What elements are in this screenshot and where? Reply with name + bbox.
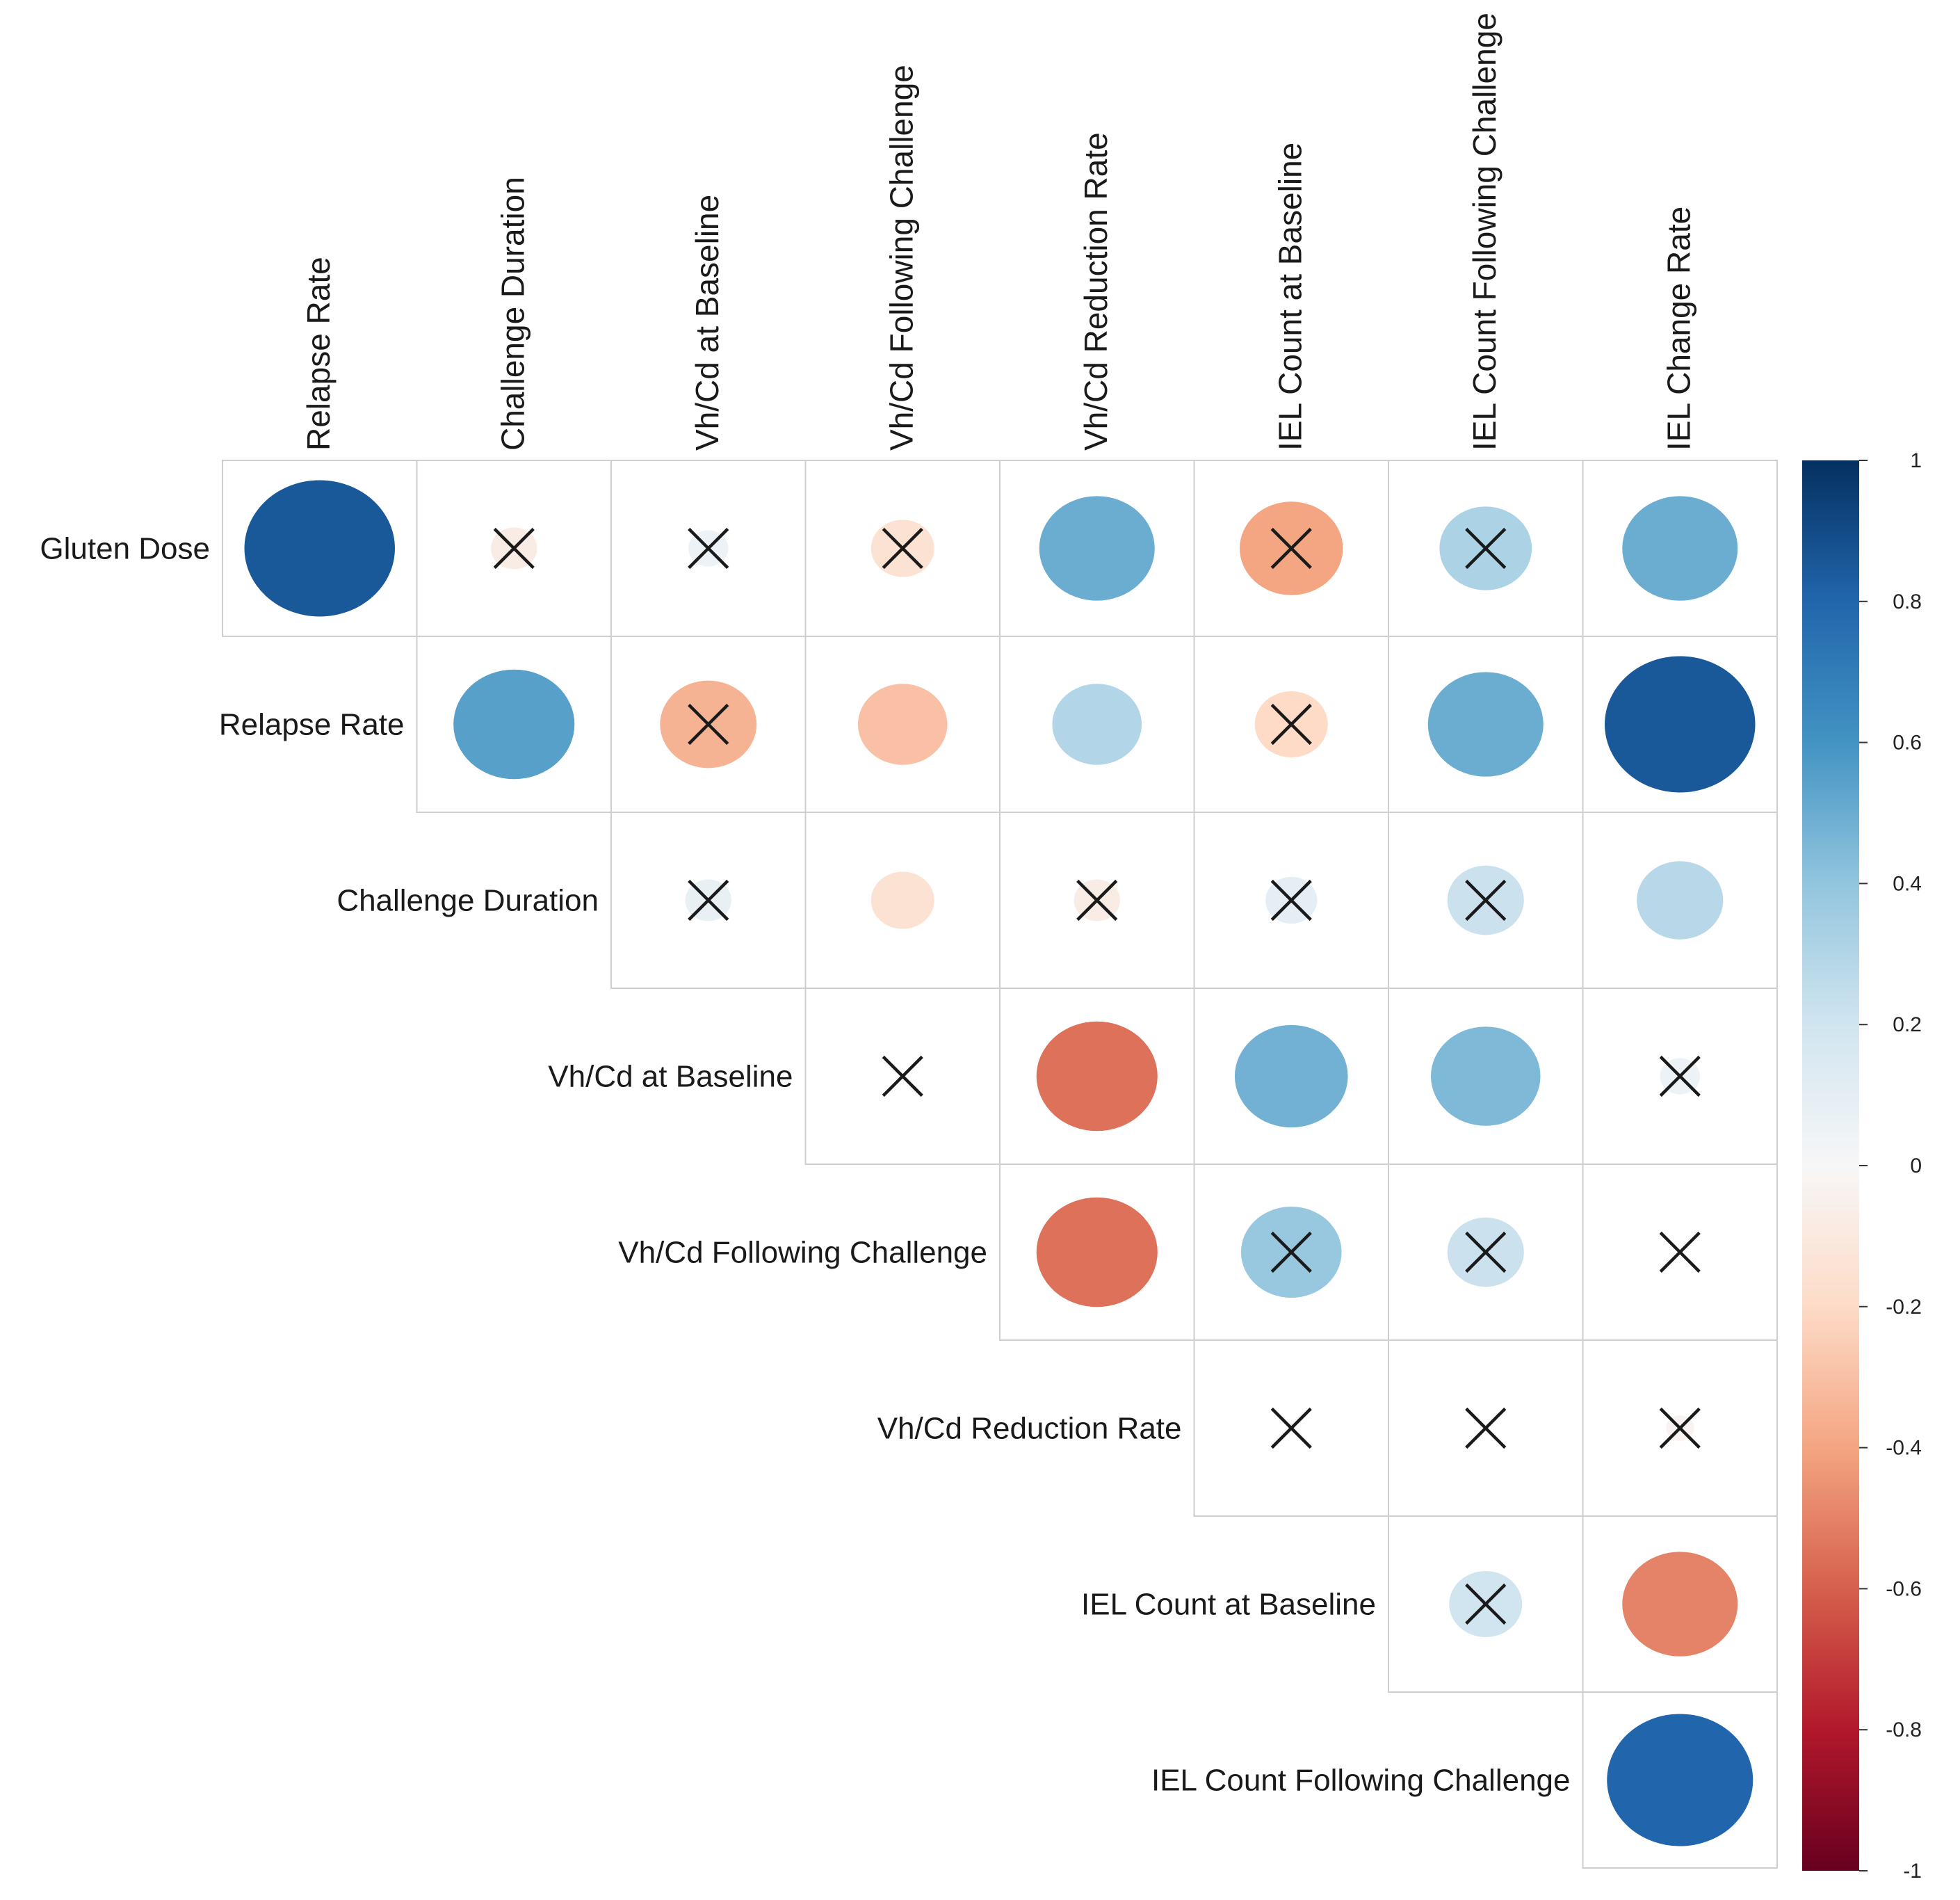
insignificant-marker [1659, 1407, 1701, 1449]
column-label: Vh/Cd Following Challenge [883, 65, 919, 451]
column-label: Challenge Duration [494, 177, 531, 451]
insignificant-marker [882, 1055, 923, 1097]
correlation-circle [1622, 1552, 1738, 1657]
insignificant-marker [1465, 1583, 1507, 1625]
colorbar-tick-label: 0.2 [1893, 1013, 1922, 1036]
colorbar-tick-label: 0.8 [1893, 590, 1922, 613]
insignificant-marker [1659, 1055, 1701, 1097]
column-label: IEL Change Rate [1660, 207, 1696, 451]
correlation-circle [1637, 861, 1724, 940]
insignificant-marker [1465, 1231, 1507, 1273]
row-label: Vh/Cd Following Challenge [618, 1236, 987, 1270]
colorbar-tick-label: -1 [1903, 1860, 1922, 1883]
correlation-circle [1622, 496, 1738, 601]
row-label: Vh/Cd at Baseline [548, 1060, 793, 1094]
row-label: Relapse Rate [219, 708, 405, 742]
colorbar-tick-label: 0.6 [1893, 732, 1922, 755]
insignificant-marker [1270, 527, 1312, 570]
insignificant-marker [1465, 527, 1507, 570]
column-label: Vh/Cd at Baseline [689, 195, 725, 451]
insignificant-marker [493, 527, 535, 570]
insignificant-marker [688, 879, 729, 921]
insignificant-marker [1076, 879, 1118, 921]
grid-layer [222, 460, 1778, 1869]
column-label: IEL Count Following Challenge [1466, 13, 1503, 451]
insignificant-marker [1270, 703, 1312, 746]
row-label: IEL Count at Baseline [1081, 1588, 1376, 1622]
row-label: Challenge Duration [337, 884, 599, 918]
colorbar-tick-label: 0.4 [1893, 872, 1922, 895]
correlation-circle [1039, 496, 1155, 601]
insignificant-marker [1465, 879, 1507, 921]
colorbar-tick-label: -0.2 [1886, 1296, 1922, 1319]
correlation-circle [1431, 1027, 1541, 1126]
insignificant-marker [882, 527, 923, 570]
correlation-circle [244, 480, 395, 617]
column-label: Vh/Cd Reduction Rate [1078, 132, 1114, 451]
correlation-circle [857, 684, 948, 765]
correlation-circle [1052, 684, 1142, 765]
correlation-circle [1427, 672, 1544, 777]
row-label: Gluten Dose [40, 532, 210, 566]
row-label: IEL Count Following Challenge [1151, 1764, 1571, 1798]
insignificant-marker [688, 527, 729, 570]
insignificant-marker [1465, 1407, 1507, 1449]
colorbar: 1 0.8 0.6 0.4 0.2 0 -0.2 -0.4 -0.6 -0.8 -1 [1802, 449, 1922, 1883]
correlation-circle [1607, 1714, 1754, 1846]
column-label: IEL Count at Baseline [1272, 143, 1308, 451]
colorbar-gradient [1802, 460, 1859, 1871]
insignificant-marker [688, 703, 729, 746]
colorbar-tick-label: 1 [1910, 449, 1922, 472]
colorbar-tick-label: -0.8 [1886, 1718, 1922, 1741]
grid-cell [1582, 1691, 1778, 1869]
row-label: Vh/Cd Reduction Rate [877, 1412, 1182, 1446]
correlation-circle [1605, 656, 1756, 793]
insignificant-marker [1659, 1231, 1701, 1273]
colorbar-tick-label: -0.4 [1886, 1437, 1922, 1460]
colorbar-tick-label: -0.6 [1886, 1577, 1922, 1600]
cross-layer [493, 527, 1701, 1625]
correlation-circle [453, 669, 575, 780]
column-label: Relapse Rate [300, 257, 337, 451]
colorbar-tick-label: 0 [1910, 1154, 1922, 1177]
correlation-circle [1234, 1024, 1348, 1128]
insignificant-marker [1270, 1407, 1312, 1449]
correlation-circle [1036, 1021, 1158, 1132]
correlation-circle [870, 871, 934, 929]
correlation-circle [1036, 1197, 1158, 1307]
insignificant-marker [1270, 1231, 1312, 1273]
insignificant-marker [1270, 879, 1312, 921]
